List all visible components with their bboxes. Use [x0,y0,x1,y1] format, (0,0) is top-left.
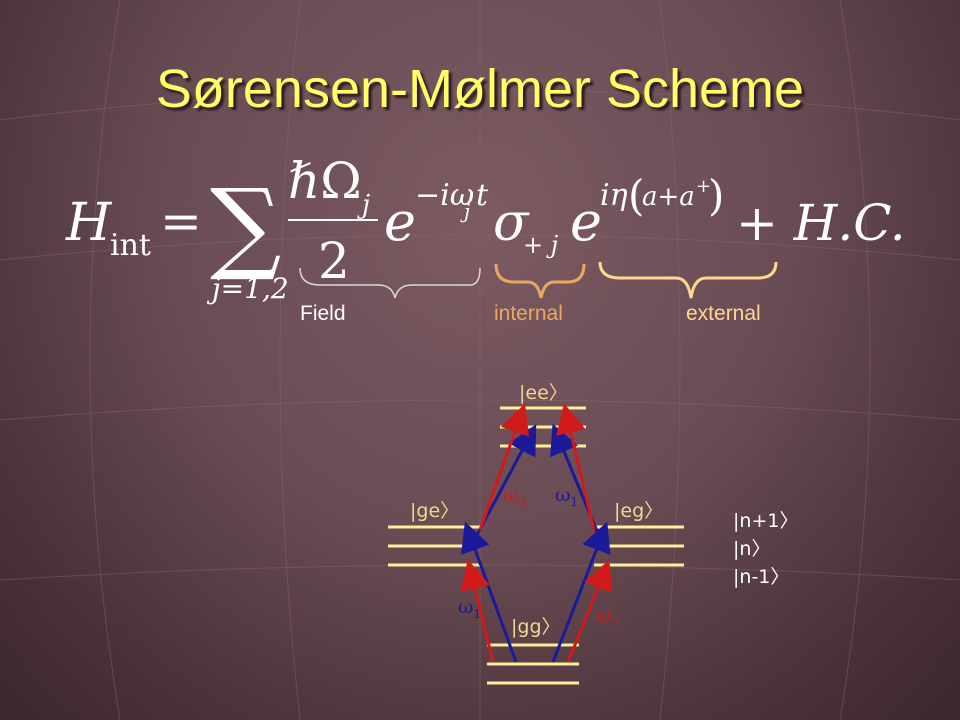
eq-numerator: ℏΩ [288,152,362,210]
side-label-n: |n〉 [733,538,771,560]
eq-lhs-symbol: H [65,193,113,253]
eq-hc: + H.C. [736,194,906,252]
eq-exp2: iη [600,178,628,213]
field-brace [299,267,481,299]
eq-exp2-paren: a+a [642,182,695,212]
omega1-arrow-eg-to-ee [550,423,606,549]
eq-exp2-paren-close: ) [708,171,724,220]
omega1-arrow-gg-to-eg [551,521,611,663]
eq-exp2-base: e [570,190,602,253]
omega1-arrow-gg-to-ge [461,521,518,663]
field-label: Field [300,302,346,325]
eq-lhs-subscript: int [110,228,151,263]
eq-denominator: 2 [318,232,350,290]
eq-sigma-sub: + j [523,231,559,259]
internal-label: internal [494,302,563,325]
eq-sum-index: j=1,2 [206,272,289,305]
omega1-label-upper: ω1 [555,484,579,509]
omega2-label-upper: ω2 [503,484,527,509]
external-brace [598,261,778,299]
eq-equals: = [160,192,202,250]
eq-exp1: −iω [415,178,474,213]
omega2-arrow-ge-to-ee [478,403,530,531]
internal-brace [494,263,586,299]
eq-sum: ∑ [210,167,281,284]
eq-exp2-paren-open: ( [628,171,644,220]
omega1-label-lower: ω1 [458,596,482,621]
eq-exp2-plus: + [696,176,711,197]
side-label-n-plus-1: |n+1〉 [733,510,799,532]
state-ee-label: |ee〉 [519,382,568,404]
state-eg-label: |eg〉 [614,500,664,522]
omega2-arrow-gg-to-ge [460,559,495,663]
side-label-n-minus-1: |n-1〉 [733,566,790,588]
eq-exp1-sub: j [460,199,470,223]
state-ge-label: |ge〉 [410,500,460,522]
eq-exp-base: e [384,190,416,253]
omega2-arrow-eg-to-ee [556,403,596,531]
omega2-label-lower: ω2 [596,604,620,629]
eq-sigma: σ [493,193,530,253]
eq-exp1-tail: t [476,178,489,213]
external-label: external [686,302,761,325]
omega2-arrow-gg-to-eg [566,559,613,663]
slide-title: Sørensen-Mølmer Scheme [155,59,805,119]
state-gg-label: |gg〉 [511,616,561,638]
